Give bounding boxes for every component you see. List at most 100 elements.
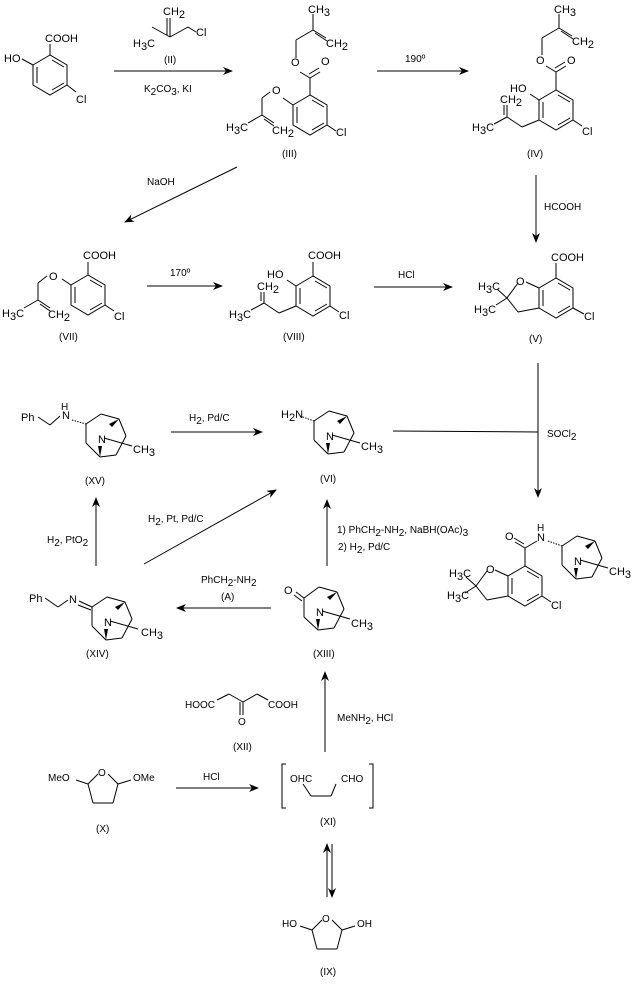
atom-ch3: CH3	[609, 566, 631, 581]
atom-h3c: H3C	[472, 122, 494, 137]
compound-label-XII: (XII)	[233, 742, 252, 753]
atom-o-ester: O	[291, 57, 300, 69]
atom-h3c-1: H3C	[478, 281, 500, 296]
atom-cl: Cl	[336, 127, 346, 139]
compound-label-III: (III)	[282, 149, 297, 160]
connector-VI-to-final	[392, 430, 539, 433]
atom-cho: CHO	[341, 774, 363, 785]
compound-XIV: Ph N N CH3 (XIV)	[29, 593, 163, 660]
atom-cooh: COOH	[551, 252, 584, 264]
atom-n-bridge: N	[316, 607, 324, 619]
atom-o-amide: O	[505, 531, 514, 543]
compound-VI: H2N N CH3 (VI)	[281, 409, 383, 485]
compound-label-VIII: (VIII)	[283, 332, 305, 343]
atom-ph: Ph	[29, 593, 42, 605]
compound-XV: Ph N H N CH3 (XV)	[21, 402, 155, 487]
atom-h3c: H3C	[133, 38, 155, 53]
compound-label-XI: (XI)	[320, 817, 336, 828]
atom-n-imine: N	[69, 594, 77, 606]
atom-n-bridge: N	[574, 556, 582, 568]
reagent-step8: H2, Pd/C	[189, 413, 230, 427]
atom-cooh: COOH	[45, 33, 78, 45]
atom-oh: OH	[357, 919, 372, 930]
atom-ho: HO	[510, 83, 527, 95]
compound-start-salicylic-acid: COOH HO Cl	[4, 33, 86, 106]
atom-o-ring: O	[486, 564, 495, 576]
atom-nh-n: N	[62, 410, 70, 422]
atom-ch3: CH3	[361, 441, 383, 456]
atom-ch3: CH3	[351, 618, 373, 633]
atom-ch3: CH3	[554, 4, 576, 19]
compound-final-product: O N H O H3C H3C Cl N CH3	[447, 523, 631, 612]
atom-ch3: CH3	[141, 627, 163, 642]
compound-label-IX: (IX)	[320, 967, 336, 978]
atom-cl: Cl	[196, 27, 206, 39]
compound-label-VI: (VI)	[320, 474, 336, 485]
reagent-step1: K2CO3, KI	[144, 84, 192, 98]
atom-o-ether: O	[49, 271, 58, 283]
reagent-step9: H2, PtO2	[47, 535, 89, 549]
reagent-step3: NaOH	[147, 177, 175, 188]
atom-n-bridge: N	[326, 431, 334, 443]
atom-ch3: CH3	[308, 4, 330, 19]
atom-ohc: OHC	[290, 774, 312, 785]
atom-cl: Cl	[582, 126, 592, 138]
arrow-step3	[124, 166, 238, 223]
atom-h3c-1: H3C	[449, 568, 471, 583]
atom-hooc: HOOC	[185, 700, 215, 711]
atom-ch2: CH2	[257, 281, 279, 296]
atom-o-carbonyl: O	[321, 56, 330, 68]
atom-o-ether: O	[272, 85, 281, 97]
compound-label-XV: (XV)	[85, 476, 105, 487]
compound-IV: CH3 CH2 O O HO CH2 H3C Cl (IV)	[472, 4, 594, 160]
reagent-step7: SOCl2	[547, 429, 577, 443]
atom-n-amide: N	[537, 532, 545, 544]
atom-ome: OMe	[133, 773, 155, 784]
atom-ch3: CH3	[133, 444, 155, 459]
atom-h2n: H2N	[281, 409, 303, 424]
compound-label-XIII: (XIII)	[313, 649, 335, 660]
atom-h3c-2: H3C	[447, 590, 469, 605]
atom-ch2: CH2	[326, 38, 348, 53]
reagent-step10: H2, Pt, Pd/C	[148, 514, 204, 528]
reagent-step12-line1: PhCH2-NH2	[201, 575, 257, 589]
compound-label-X: (X)	[96, 824, 109, 835]
compound-V: COOH O H3C H3C Cl (V)	[474, 252, 594, 345]
compound-label-IV: (IV)	[527, 149, 543, 160]
compound-III: CH3 CH2 O O O H3C CH2 Cl (III)	[226, 4, 348, 160]
atom-ho: HO	[267, 269, 284, 281]
atom-n-bridge: N	[98, 434, 106, 446]
atom-h3c-2: H3C	[474, 304, 496, 319]
reagent-step4: HCOOH	[544, 202, 581, 213]
bracket-left	[369, 763, 374, 809]
atom-cl: Cl	[584, 311, 594, 323]
atom-o-ring: O	[322, 914, 330, 925]
atom-meo: MeO	[48, 773, 70, 784]
reagent-step5: 170º	[170, 268, 191, 279]
compound-VII: COOH O H3C CH2 Cl (VII)	[2, 250, 124, 343]
atom-h3c: H3C	[226, 122, 248, 137]
compound-label-II: (II)	[164, 55, 176, 66]
reagent-step14: HCl	[203, 772, 220, 783]
atom-ho: HO	[4, 53, 21, 65]
atom-ph: Ph	[21, 412, 34, 424]
arrow-step10	[143, 489, 277, 565]
bracket-left	[281, 763, 286, 809]
atom-cl: Cl	[551, 600, 561, 612]
compound-XIII: O N CH3 (XIII)	[284, 585, 373, 660]
atom-cooh: COOH	[308, 250, 341, 262]
compound-X: MeO O OMe (X)	[48, 768, 155, 835]
atom-o-ketone: O	[284, 585, 293, 597]
reagent-step11-line1: 1) PhCH2-NH2, NaBH(OAc)3	[337, 525, 469, 539]
compound-VIII: COOH HO CH2 H3C Cl (VIII)	[229, 250, 349, 343]
atom-o-ketone: O	[238, 717, 246, 728]
reagent-step12-line2: (A)	[221, 592, 234, 603]
compound-label-V: (V)	[529, 334, 542, 345]
reagent-step6: HCl	[398, 270, 415, 281]
atom-o-ring: O	[98, 768, 106, 779]
atom-cooh: COOH	[83, 250, 116, 262]
atom-nh-h: H	[537, 523, 544, 534]
atom-n-bridge: N	[104, 617, 112, 629]
compound-label-VII: (VII)	[59, 332, 78, 343]
reagent-step11-line2: 2) H2, Pd/C	[338, 542, 390, 556]
